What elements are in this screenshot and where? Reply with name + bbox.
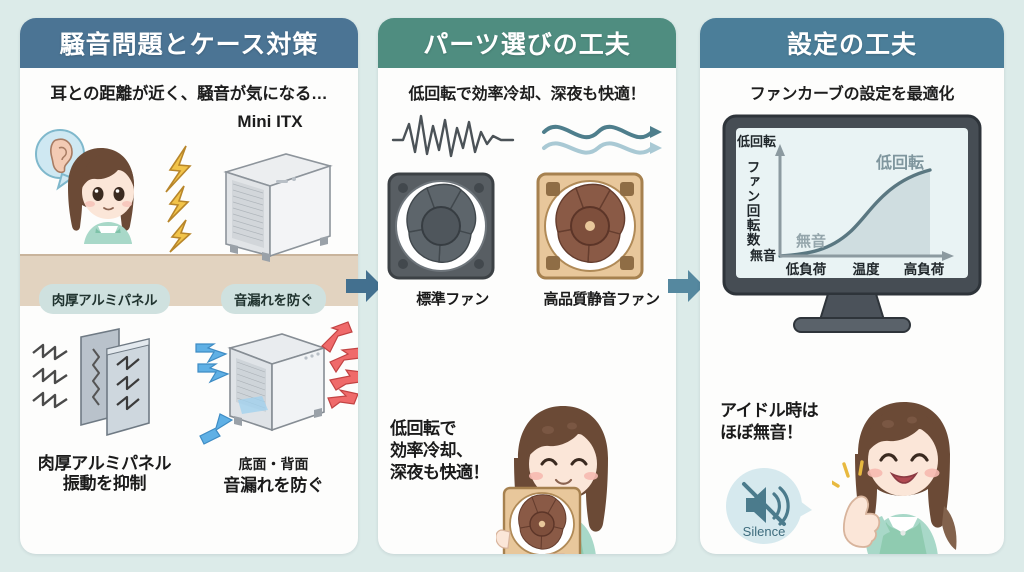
standard-fan-icon bbox=[387, 172, 494, 280]
panel-2-bottom-line-1: 低回転で bbox=[390, 419, 457, 438]
chart-x-axis-title: 温度 bbox=[853, 261, 881, 277]
fan-standard: 標準ファン bbox=[383, 168, 523, 309]
quiet-fan-icon bbox=[536, 172, 643, 280]
mute-speaker-icon bbox=[742, 482, 790, 526]
hair-front bbox=[81, 154, 135, 188]
badge-label: Silence bbox=[743, 524, 786, 539]
vibration-lines-left bbox=[31, 343, 68, 409]
panel-2-bottom-text: 低回転で 効率冷却、 深夜も快適！ bbox=[390, 418, 490, 484]
noisy-waveform-icon bbox=[391, 114, 514, 158]
panel-1-scene: Mini ITX bbox=[20, 104, 358, 306]
eye-right bbox=[570, 458, 588, 466]
arrow-panel1-to-panel2 bbox=[344, 266, 384, 306]
panel-2-bottom-line-3: 深夜も快適！ bbox=[390, 463, 490, 483]
sparkle-lines bbox=[832, 460, 864, 488]
panel-3-header: 設定の工夫 bbox=[700, 18, 1004, 68]
sub-section-alu-panel: 肉厚アルミパネル bbox=[20, 284, 189, 496]
vibration-lines-plate bbox=[115, 355, 140, 411]
chart-annotation-low-rpm: 低回転 bbox=[875, 153, 924, 172]
panel-2-body: 低回転で効率冷却、深夜も快適！ bbox=[378, 80, 676, 554]
sound-leak-illustration bbox=[189, 314, 358, 454]
girl-annoyed-illustration bbox=[28, 126, 178, 266]
panel-3-lead-text: ファンカーブの設定を最適化 bbox=[749, 86, 955, 103]
body-vest bbox=[879, 522, 927, 554]
chart-x-tick-low: 低負荷 bbox=[785, 261, 827, 277]
mini-itx-label: Mini ITX bbox=[237, 112, 303, 131]
collar bbox=[888, 517, 918, 533]
noise-bolts-icon bbox=[160, 144, 210, 254]
pill-alu-panel: 肉厚アルミパネル bbox=[38, 284, 171, 314]
panel-3-bottom-line-1: アイドル時は bbox=[720, 401, 819, 420]
eye-right bbox=[910, 453, 929, 462]
chart-y-arrowhead bbox=[775, 144, 785, 156]
panel-3-body: ファンカーブの設定を最適化 bbox=[700, 80, 1004, 554]
panel-1-body: 耳との距離が近く、騒音が気になる… Mini ITX bbox=[20, 80, 358, 554]
eye-left bbox=[92, 187, 104, 201]
panel-1-sub-sections: 肉厚アルミパネル bbox=[20, 284, 358, 496]
panel-settings: 設定の工夫 ファンカーブの設定を最適化 bbox=[700, 18, 1004, 554]
face bbox=[868, 424, 938, 496]
panel-2-bottom-line-2: 効率冷却、 bbox=[390, 441, 473, 461]
chart-y-axis-title: ファン回転数 bbox=[745, 160, 761, 247]
face bbox=[529, 429, 597, 499]
hair-front bbox=[865, 409, 941, 454]
exhaust-arrows bbox=[320, 321, 358, 409]
eye-left bbox=[540, 458, 558, 466]
chart-y-tick-bottom: 無音 bbox=[750, 248, 776, 263]
panel-2-header: パーツ選びの工夫 bbox=[378, 18, 676, 68]
fan-quiet: 高品質静音ファン bbox=[532, 168, 672, 309]
arrow-panel2-to-panel3 bbox=[666, 266, 706, 306]
monitor-base bbox=[793, 317, 911, 333]
panel-2-fans: 標準ファン bbox=[378, 168, 676, 309]
held-fan-icon bbox=[502, 486, 582, 554]
chart-x-tick-high: 高負荷 bbox=[904, 261, 945, 277]
panel-3-bottom-scene: アイドル時は ほぼ無音！ Silence bbox=[700, 378, 1004, 554]
badge-tail bbox=[794, 498, 812, 520]
panel-1-lead-text: 耳との距離が近く、騒音が気になる… bbox=[50, 85, 328, 103]
panel-2-waveforms bbox=[378, 110, 676, 166]
chart-area-fill bbox=[780, 170, 930, 256]
hand-left bbox=[496, 529, 511, 549]
pill-sound-leak: 音漏れを防ぐ bbox=[220, 284, 327, 314]
monitor-neck bbox=[818, 293, 886, 321]
eye-left bbox=[879, 453, 898, 462]
fan-standard-caption: 標準ファン bbox=[416, 291, 489, 308]
mouth bbox=[889, 471, 919, 484]
sub-section-sound-leak: 音漏れを防ぐ bbox=[189, 284, 358, 496]
smooth-airflow-icon bbox=[541, 124, 662, 155]
panel-parts-selection: パーツ選びの工夫 低回転で効率冷却、深夜も快適！ bbox=[378, 18, 676, 554]
chart-curve bbox=[778, 168, 932, 258]
chart-y-tick-top: 低回転 bbox=[736, 134, 776, 149]
eye-right bbox=[113, 187, 125, 201]
chart-annotation-silent: 無音 bbox=[796, 232, 826, 250]
hair-front bbox=[526, 414, 600, 458]
panel-noise-case: 騒音問題とケース対策 耳との距離が近く、騒音が気になる… Mini ITX bbox=[20, 18, 358, 554]
silence-badge: Silence bbox=[722, 460, 814, 552]
fan-curve-chart: 低回転 無音 ファン回転数 低負荷 高負荷 温度 無音 低回転 bbox=[736, 134, 954, 277]
alu-panel-caption-line1: 肉厚アルミパネル bbox=[37, 454, 172, 473]
panel-3-bottom-line-2: ほぼ無音！ bbox=[720, 423, 803, 443]
fan-quiet-caption: 高品質静音ファン bbox=[543, 291, 660, 308]
girl-holding-fan-illustration bbox=[496, 384, 666, 554]
thumbs-up-hand bbox=[842, 495, 881, 548]
panel-2-lead-text: 低回転で効率冷却、深夜も快適！ bbox=[408, 86, 646, 103]
sound-leak-caption-small: 底面・背面 bbox=[238, 456, 309, 472]
collar bbox=[98, 226, 118, 238]
alu-panel-caption-line2: 振動を抑制 bbox=[62, 474, 147, 494]
monitor-with-fan-curve: 低回転 無音 ファン回転数 低負荷 高負荷 温度 無音 低回転 bbox=[700, 112, 1004, 344]
girl-thumbs-up-illustration bbox=[832, 378, 1004, 554]
intake-arrows bbox=[194, 343, 233, 445]
panel-3-bottom-text: アイドル時は ほぼ無音！ bbox=[720, 400, 819, 444]
alu-panel-illustration bbox=[20, 314, 189, 454]
hair-tip bbox=[942, 506, 957, 550]
sound-leak-caption-line1: 音漏れを防ぐ bbox=[223, 476, 324, 495]
mini-itx-case-illustration bbox=[216, 144, 340, 268]
panel-2-bottom-scene: 低回転で 効率冷却、 深夜も快適！ bbox=[378, 380, 676, 554]
panel-1-header: 騒音問題とケース対策 bbox=[20, 18, 358, 68]
chart-x-arrowhead bbox=[942, 251, 954, 261]
